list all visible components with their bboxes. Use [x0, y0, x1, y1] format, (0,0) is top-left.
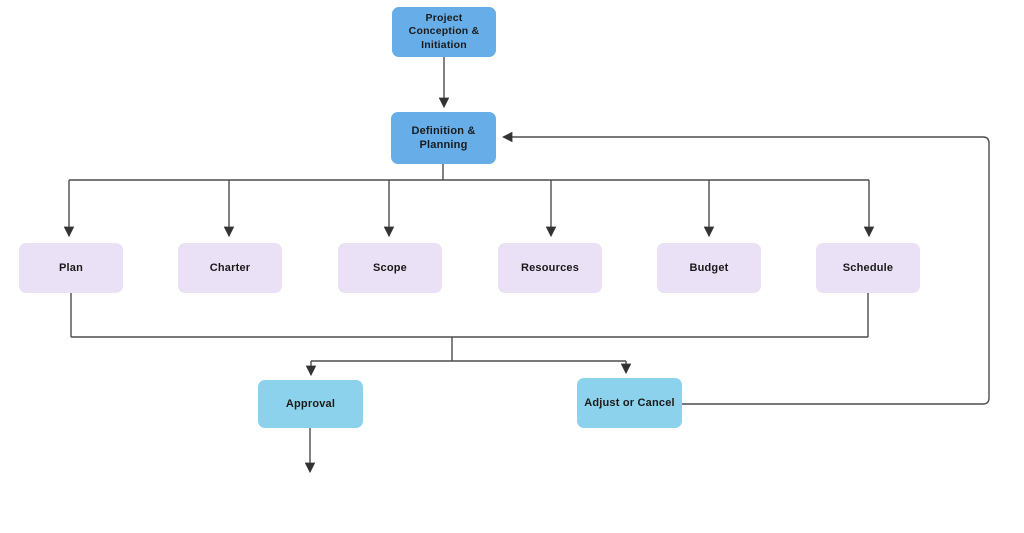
node-plan: Plan: [19, 243, 123, 293]
node-label: Plan: [58, 261, 84, 274]
node-approval: Approval: [258, 380, 363, 428]
node-budget: Budget: [657, 243, 761, 293]
node-label: Schedule: [842, 261, 894, 274]
connector-feedback-loop: [501, 131, 990, 405]
node-charter: Charter: [178, 243, 282, 293]
node-label: Charter: [209, 261, 251, 274]
node-definition-planning: Definition & Planning: [391, 112, 496, 164]
node-label: Budget: [689, 261, 729, 274]
node-adjust-or-cancel: Adjust or Cancel: [577, 378, 682, 428]
node-label: Approval: [285, 397, 336, 410]
node-label: Resources: [520, 261, 580, 274]
node-resources: Resources: [498, 243, 602, 293]
node-label: Adjust or Cancel: [584, 396, 675, 409]
node-label: Scope: [372, 261, 407, 274]
node-label: Definition & Planning: [411, 124, 476, 151]
node-label: Project Conception & Initiation: [408, 11, 480, 51]
node-project-conception: Project Conception & Initiation: [392, 7, 496, 57]
node-scope: Scope: [338, 243, 442, 293]
node-schedule: Schedule: [816, 243, 920, 293]
